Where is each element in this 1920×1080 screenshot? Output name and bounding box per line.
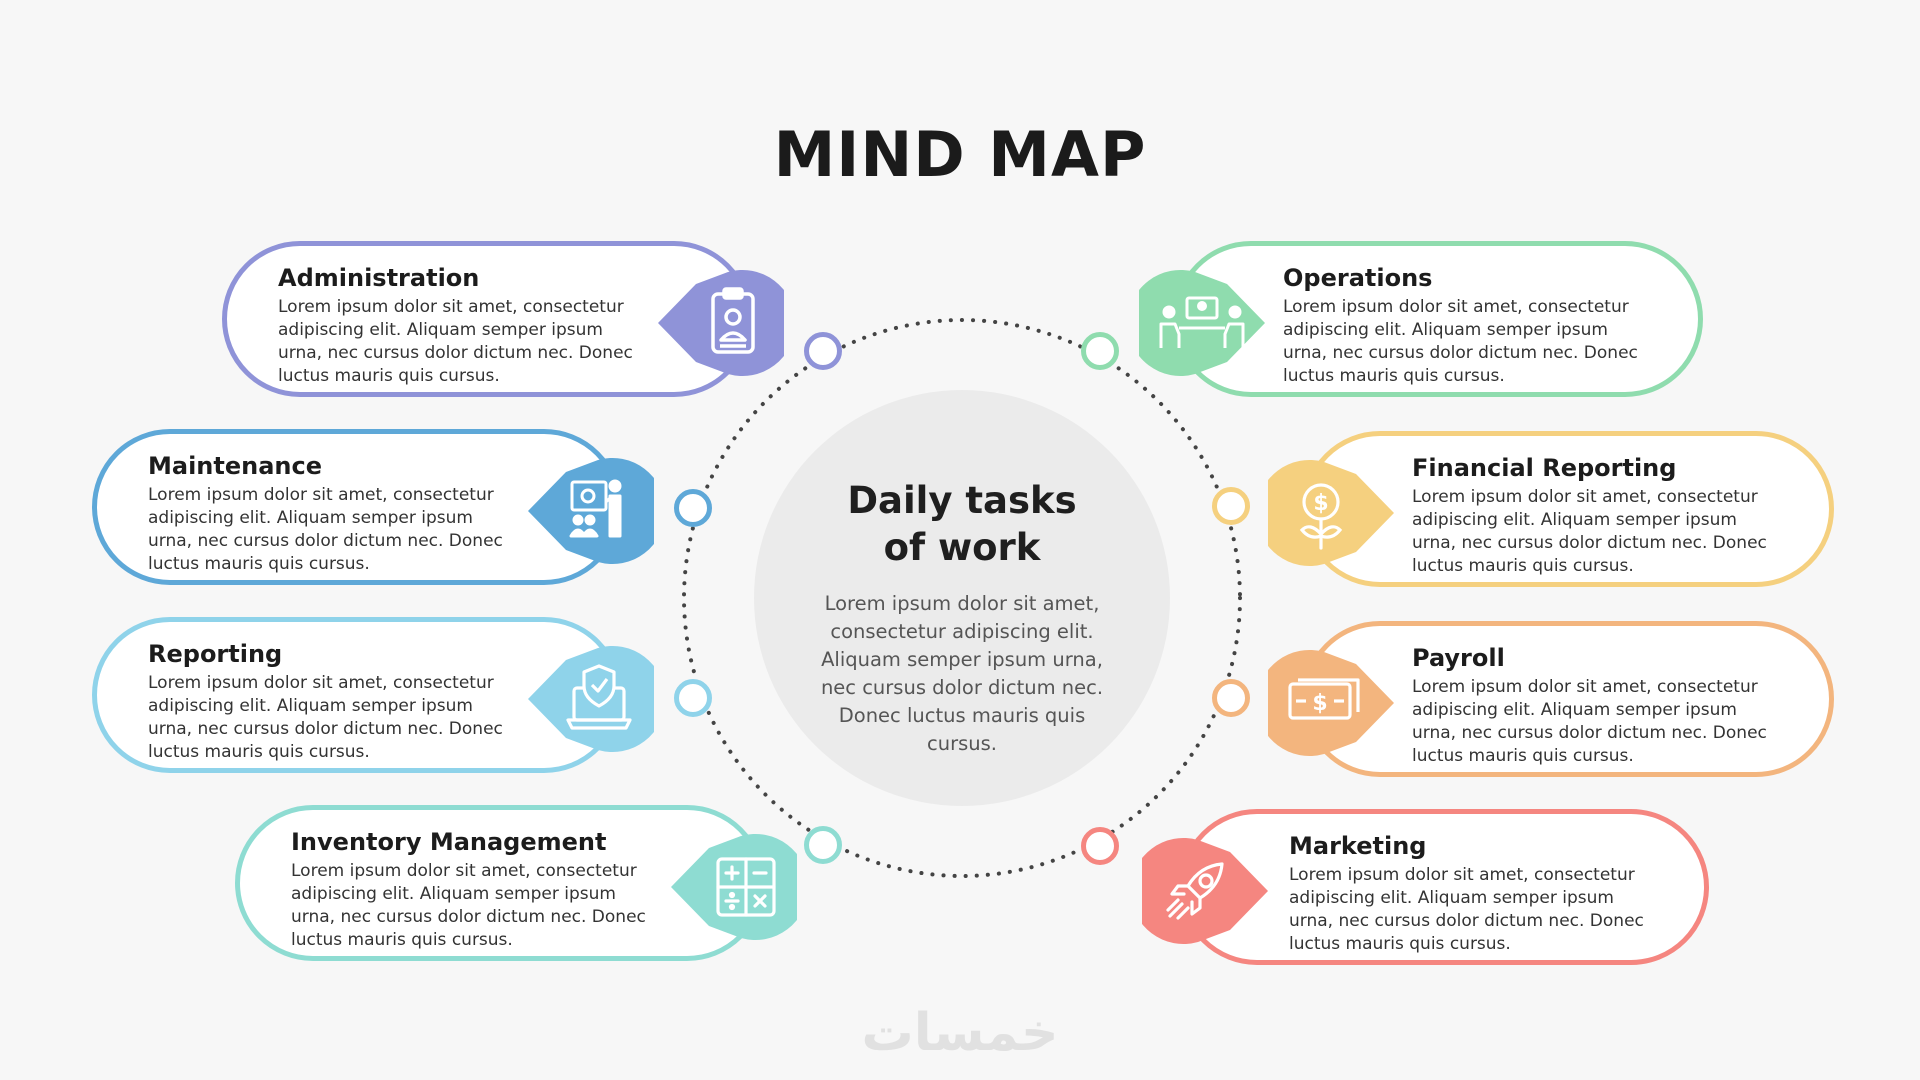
node-payroll (1212, 679, 1250, 717)
banknote-icon: $ (1268, 650, 1394, 756)
card-text: Lorem ipsum dolor sit amet, consectetur … (1412, 677, 1767, 766)
node-marketing (1081, 827, 1119, 865)
laptop-shield-icon (528, 646, 654, 752)
card-text: Lorem ipsum dolor sit amet, consectetur … (1412, 487, 1767, 576)
watermark-logo: خمسات (861, 1003, 1059, 1063)
card-reporting: Reporting Lorem ipsum dolor sit amet, co… (92, 617, 622, 773)
card-operations: Operations Lorem ipsum dolor sit amet, c… (1173, 241, 1703, 397)
card-title: Operations (1283, 264, 1433, 292)
card-title: Maintenance (148, 452, 323, 480)
card-text: Lorem ipsum dolor sit amet, consectetur … (148, 673, 503, 762)
card-title: Reporting (148, 640, 283, 668)
card-marketing: Marketing Lorem ipsum dolor sit amet, co… (1179, 809, 1709, 965)
card-title: Inventory Management (291, 828, 607, 856)
card-financial: Financial Reporting Lorem ipsum dolor si… (1302, 431, 1834, 587)
card-title: Administration (278, 264, 480, 292)
money-plant-icon: $ (1268, 460, 1394, 566)
calculator-icon (671, 834, 797, 940)
node-administration (804, 332, 842, 370)
clipboard-user-icon (658, 270, 784, 376)
node-inventory (804, 826, 842, 864)
card-title: Financial Reporting (1412, 454, 1677, 482)
center-text: Lorem ipsum dolor sit amet, consectetur … (820, 592, 1104, 755)
rocket-icon (1142, 838, 1268, 944)
card-title: Payroll (1412, 644, 1505, 672)
card-text: Lorem ipsum dolor sit amet, consectetur … (291, 861, 646, 950)
card-text: Lorem ipsum dolor sit amet, consectetur … (1283, 297, 1638, 386)
node-maintenance (674, 489, 712, 527)
svg-text:$: $ (1313, 491, 1328, 516)
card-text: Lorem ipsum dolor sit amet, consectetur … (1289, 865, 1644, 954)
svg-text:$: $ (1312, 691, 1327, 716)
card-text: Lorem ipsum dolor sit amet, consectetur … (278, 297, 633, 386)
presentation-icon (528, 458, 654, 564)
page-title: MIND MAP (773, 118, 1147, 191)
meeting-icon (1139, 270, 1265, 376)
node-operations (1081, 332, 1119, 370)
card-text: Lorem ipsum dolor sit amet, consectetur … (148, 485, 503, 574)
node-financial (1212, 487, 1250, 525)
center-title: Daily tasks of work (847, 479, 1077, 569)
node-reporting (674, 679, 712, 717)
card-title: Marketing (1289, 832, 1427, 860)
